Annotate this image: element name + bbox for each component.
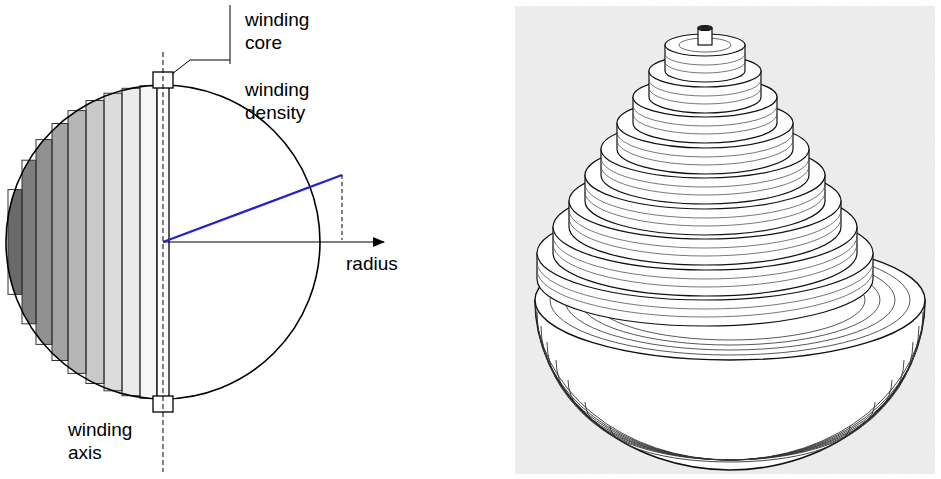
density-line xyxy=(163,175,342,242)
leader-line xyxy=(172,60,230,74)
part-label: winding axis xyxy=(68,418,152,464)
engraving-illustration xyxy=(515,6,935,474)
density-guide xyxy=(342,175,343,240)
winding-strips xyxy=(8,86,157,399)
bracket-line xyxy=(230,5,231,64)
axis-line xyxy=(163,52,164,472)
axis-label: radius xyxy=(346,252,436,275)
part-label: winding density xyxy=(245,78,335,124)
radius-arrow xyxy=(163,241,384,242)
part-label: winding core xyxy=(245,8,335,54)
